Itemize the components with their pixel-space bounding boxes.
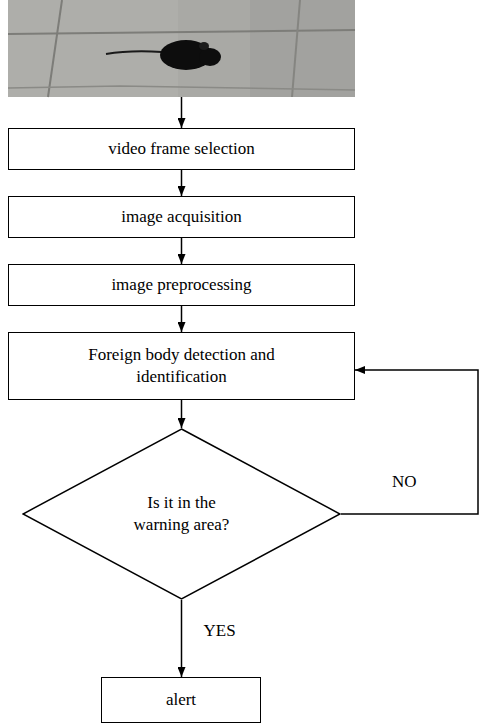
pavement-joint bbox=[8, 30, 355, 34]
photo-shade bbox=[250, 0, 355, 97]
process-text: Foreign body detection and identificatio… bbox=[59, 344, 304, 388]
mouse-tail bbox=[106, 51, 162, 54]
process-box: Foreign body detection and identificatio… bbox=[8, 332, 355, 400]
flow-arrow bbox=[181, 306, 183, 332]
photo-ground bbox=[8, 0, 355, 97]
diamond-shape bbox=[23, 429, 340, 599]
mouse-ear bbox=[199, 42, 209, 50]
photo-shade bbox=[8, 0, 178, 97]
flow-arrow bbox=[181, 400, 183, 428]
decision-diamond: Is it in the warning area? bbox=[22, 428, 341, 600]
mouse-head bbox=[199, 48, 221, 66]
decision-text: Is it in the warning area? bbox=[122, 492, 242, 536]
pavement-joint bbox=[48, 0, 62, 97]
branch-label: NO bbox=[392, 472, 417, 492]
mouse-photo bbox=[8, 0, 355, 97]
pavement-joint bbox=[292, 0, 300, 97]
photo-arrow bbox=[181, 97, 183, 128]
process-box: image acquisition bbox=[8, 196, 355, 238]
process-text: video frame selection bbox=[108, 138, 254, 160]
process-box: image preprocessing bbox=[8, 264, 355, 306]
process-text: alert bbox=[166, 689, 196, 711]
branch-label: YES bbox=[204, 621, 236, 641]
process-text: image preprocessing bbox=[111, 274, 251, 296]
process-box: video frame selection bbox=[8, 128, 355, 170]
diamond-outline bbox=[22, 428, 341, 600]
flow-arrow bbox=[181, 238, 183, 264]
flow-arrow bbox=[181, 600, 183, 677]
process-text: image acquisition bbox=[121, 206, 241, 228]
pavement-joint bbox=[8, 86, 355, 90]
flow-arrow bbox=[181, 170, 183, 196]
flow-arrow bbox=[341, 370, 478, 514]
process-box: alert bbox=[101, 677, 261, 723]
